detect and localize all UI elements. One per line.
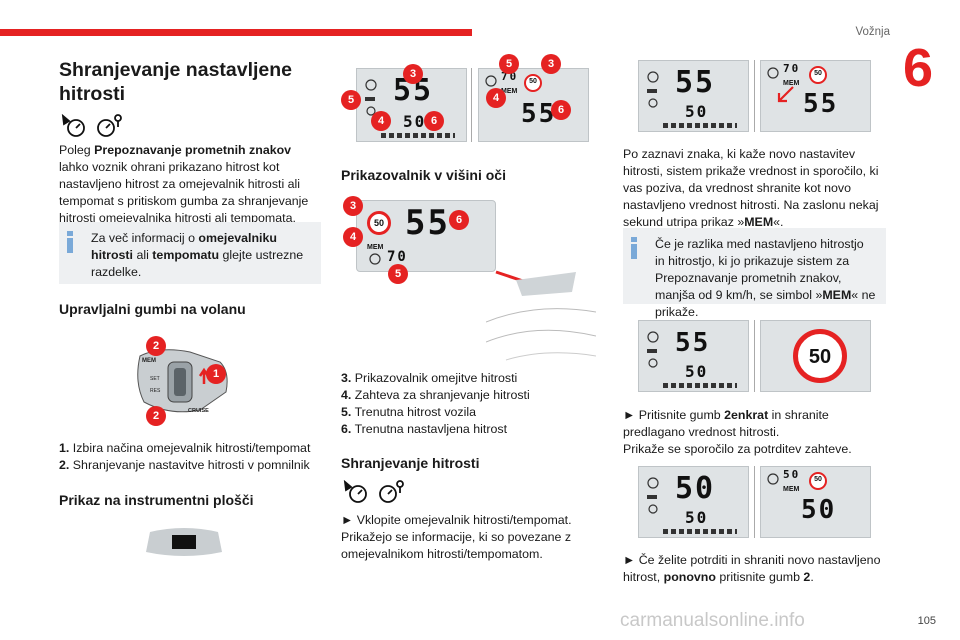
watermark: carmanualsonline.info bbox=[620, 610, 805, 631]
heading-steering-controls: Upravljalni gumbi na volanu bbox=[59, 301, 246, 317]
callout-2-bottom: 2 bbox=[146, 406, 166, 426]
header-red-bar bbox=[0, 29, 472, 36]
info-box: Za več informacij o omejevalniku hitrost… bbox=[59, 222, 321, 284]
callout-6: 6 bbox=[449, 210, 469, 230]
set-speed-value: 55 bbox=[521, 99, 557, 129]
svg-text:RES: RES bbox=[150, 388, 161, 394]
tick-bar bbox=[381, 133, 455, 138]
list-item: 1. Izbira načina omejevalnik hitrosti/te… bbox=[59, 441, 311, 455]
intro-paragraph: Poleg Prepoznavanje prometnih znakov lah… bbox=[59, 143, 309, 225]
cluster-display-right: 70 MEM 50 55 bbox=[760, 60, 871, 132]
set-speed-value: 50 bbox=[801, 495, 837, 525]
info-box: Če je razlika med nastavljeno hitrostjo … bbox=[623, 228, 886, 319]
paragraph-mem: Po zaznavi znaka, ki kaže novo nastavite… bbox=[623, 147, 879, 229]
cluster-display-right: 50 MEM 50 50 bbox=[760, 466, 871, 538]
current-speed-value: 50 bbox=[685, 102, 709, 121]
speed-limit-sign: 50 bbox=[367, 211, 391, 235]
callout-6: 6 bbox=[424, 111, 444, 131]
callout-3: 3 bbox=[403, 64, 423, 84]
current-speed-value: 50 bbox=[685, 362, 709, 381]
info-text: Za več informacij o omejevalniku hitrost… bbox=[91, 231, 304, 279]
callout-5: 5 bbox=[499, 54, 519, 74]
svg-text:MEM: MEM bbox=[142, 358, 156, 364]
step-body: Prikažejo se informacije, ki so povezane… bbox=[341, 530, 572, 561]
callout-6: 6 bbox=[551, 100, 571, 120]
speed-sign-icon bbox=[343, 480, 404, 503]
hud-screen: 50 55 MEM 70 bbox=[356, 200, 496, 272]
speedometer-icon bbox=[369, 253, 381, 265]
callout-3: 3 bbox=[541, 54, 561, 74]
mem-speed-value: 70 bbox=[501, 70, 519, 83]
cluster-status-icons bbox=[365, 79, 377, 116]
page-title: Shranjevanje nastavljene hitrosti bbox=[59, 59, 293, 105]
mem-label: MEM bbox=[783, 80, 800, 87]
info-text: Če je razlika med nastavljeno hitrostjo … bbox=[655, 237, 876, 319]
list-item: 2. Shranjevanje nastavitve hitrosti v po… bbox=[59, 458, 310, 472]
cluster-display-left: 55 50 bbox=[638, 60, 749, 132]
list-item: 3. Prikazovalnik omejitve hitrosti bbox=[341, 371, 518, 385]
callout-1: 1 bbox=[206, 364, 226, 384]
mem-speed-value: 50 bbox=[783, 468, 801, 481]
steering-stalk-illustration: MEM SET RES CRUISE bbox=[137, 349, 228, 414]
speed-limit-sign: 50 bbox=[793, 329, 847, 383]
callout-4: 4 bbox=[371, 111, 391, 131]
speed-limit-sign: 50 bbox=[524, 74, 542, 92]
callout-3: 3 bbox=[343, 196, 363, 216]
heading-head-up-display: Prikazovalnik v višini oči bbox=[341, 167, 506, 183]
set-speed-value: 50 bbox=[675, 471, 716, 506]
set-speed-value: 55 bbox=[803, 89, 839, 119]
pointer-arrow bbox=[777, 86, 794, 103]
tick-bar bbox=[663, 123, 737, 128]
svg-text:SET: SET bbox=[150, 376, 160, 382]
chapter-number: 6 bbox=[902, 38, 934, 98]
hud-illustration: 50 55 MEM 70 bbox=[356, 196, 596, 362]
info-icon bbox=[67, 231, 73, 253]
set-speed-value: 55 bbox=[405, 203, 450, 243]
cluster-display-right: 50 bbox=[760, 320, 871, 392]
callout-5: 5 bbox=[388, 264, 408, 284]
svg-text:CRUISE: CRUISE bbox=[188, 408, 209, 414]
speedometer-icon bbox=[767, 67, 779, 79]
list-item: 5. Trenutna hitrost vozila bbox=[341, 405, 477, 419]
callout-4: 4 bbox=[486, 88, 506, 108]
current-speed-value: 50 bbox=[403, 112, 427, 131]
instrument-panel-icon bbox=[146, 528, 222, 556]
step-body: Prikaže se sporočilo za potrditev zahtev… bbox=[623, 442, 852, 456]
step-confirm: ► Če želite potrditi in shraniti novo na… bbox=[623, 553, 881, 584]
cluster-status-icons bbox=[647, 331, 659, 368]
mem-label: MEM bbox=[367, 244, 384, 251]
section-title: Vožnja bbox=[855, 26, 890, 38]
page-number: 105 bbox=[917, 615, 936, 627]
callout-4: 4 bbox=[343, 227, 363, 247]
list-item: 4. Zahteva za shranjevanje hitrosti bbox=[341, 388, 530, 402]
tick-bar bbox=[663, 383, 737, 388]
cluster-status-icons bbox=[647, 477, 659, 514]
cluster-display-left: 55 50 bbox=[638, 320, 749, 392]
speed-limit-sign: 50 bbox=[809, 472, 827, 490]
dashboard-line-art bbox=[486, 270, 596, 361]
speedometer-icon bbox=[767, 473, 779, 485]
speed-limit-sign: 50 bbox=[809, 66, 827, 84]
mem-speed-value: 70 bbox=[783, 62, 801, 75]
speedometer-icon bbox=[485, 75, 497, 87]
mem-speed-value: 70 bbox=[387, 249, 408, 265]
speed-sign-icon bbox=[61, 114, 122, 137]
step-press-once: ► Pritisnite gumb 2enkrat in shranite pr… bbox=[623, 408, 829, 439]
mem-label: MEM bbox=[783, 486, 800, 493]
list-item: 6. Trenutna nastavljena hitrost bbox=[341, 422, 508, 436]
cluster-status-icons bbox=[647, 71, 659, 108]
tick-bar bbox=[663, 529, 737, 534]
mem-label: MEM bbox=[501, 88, 518, 95]
heading-save-speed: Shranjevanje hitrosti bbox=[341, 455, 480, 471]
set-speed-value: 55 bbox=[675, 328, 711, 358]
current-speed-value: 50 bbox=[685, 508, 709, 527]
step-text: ► Vklopite omejevalnik hitrosti/tempomat… bbox=[341, 513, 572, 527]
callout-2-top: 2 bbox=[146, 336, 166, 356]
cluster-display-left: 50 50 bbox=[638, 466, 749, 538]
heading-cluster-display: Prikaz na instrumentni plošči bbox=[59, 492, 254, 508]
set-speed-value: 55 bbox=[675, 65, 716, 100]
info-icon bbox=[631, 237, 637, 259]
callout-5: 5 bbox=[341, 90, 361, 110]
